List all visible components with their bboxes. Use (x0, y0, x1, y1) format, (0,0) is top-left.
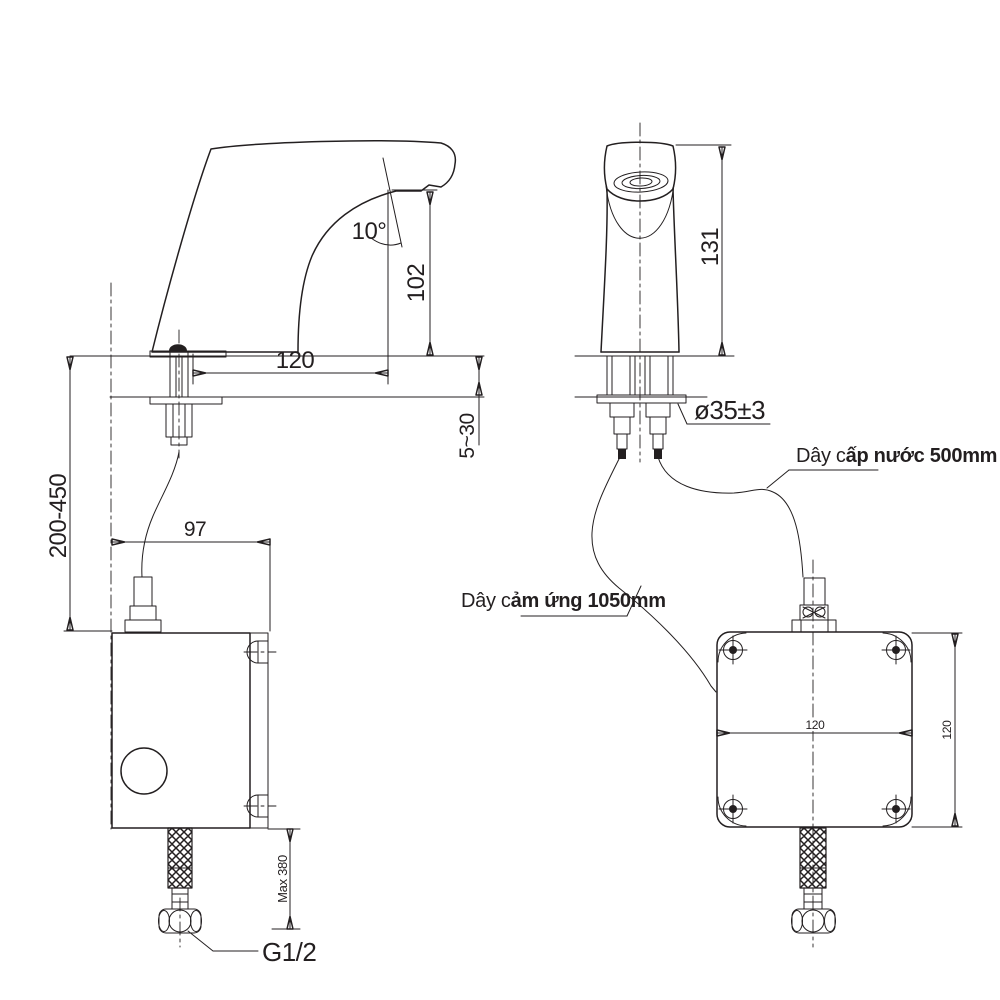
dim-install-height: 200-450 (45, 357, 112, 631)
dim-dia-text: ø35±3 (694, 395, 765, 425)
dim-hose-max: Max 380 (268, 829, 300, 929)
sensor-cable-side (142, 452, 179, 577)
box-screw-bottom-left (719, 795, 747, 823)
label-thread: G1/2 (188, 931, 317, 967)
faucet-body-front (601, 142, 679, 352)
supply-hose-curve: Dây cấp nước 500mm (658, 445, 997, 577)
dim-box-height: 120 (912, 633, 962, 827)
dim-box-offset: 97 (112, 518, 270, 631)
dim-200-450-text: 200-450 (45, 474, 72, 559)
faucet-body-side (152, 141, 455, 352)
control-box-front: 120 120 (717, 632, 962, 827)
dim-faucet-height: 131 (676, 145, 734, 356)
label-hole-diameter: ø35±3 (678, 395, 770, 425)
label-supply-text: Dây cấp nước 500mm (796, 445, 997, 467)
control-box-side (112, 633, 276, 828)
dim-box-height-text: 120 (940, 720, 954, 740)
dim-box-width: 120 (717, 716, 912, 733)
dim-97-text: 97 (184, 518, 206, 541)
aerator (614, 171, 669, 194)
supply-hose-front (792, 828, 836, 933)
box-screw-bottom-right (882, 795, 910, 823)
box-screw-top-right (882, 636, 910, 664)
front-view: 131 ø35±3 Dây cấp nước 500mm Dây cảm ứng… (461, 123, 997, 947)
sensor-cable-curve: Dây cảm ứng 1050mm (461, 457, 716, 692)
dim-spout-reach: 120 (193, 347, 388, 384)
dim-spout-height: 102 (392, 190, 437, 355)
dim-102-text: 102 (403, 264, 430, 303)
box-connector-side (125, 577, 161, 632)
mounting-hardware-front (597, 356, 686, 459)
box-screw-top-left (719, 636, 747, 664)
supply-hose-side (159, 828, 202, 947)
dim-5-30-text: 5~30 (456, 413, 479, 458)
box-connector-front (792, 578, 836, 632)
dim-deck-thickness: 5~30 (456, 357, 479, 459)
dim-box-width-text: 120 (805, 718, 825, 732)
box-hole (121, 748, 167, 794)
dim-angle: 10° (352, 158, 402, 384)
dim-120-text: 120 (276, 347, 315, 374)
side-view: 10° 102 120 5~30 200-450 (45, 141, 484, 967)
dim-max-380-text: Max 380 (275, 855, 290, 903)
label-g12-text: G1/2 (262, 937, 316, 967)
dim-131-text: 131 (697, 228, 724, 267)
mounting-hardware-side (150, 330, 226, 458)
label-sensor-text: Dây cảm ứng 1050mm (461, 590, 666, 612)
dim-angle-text: 10° (352, 218, 387, 245)
